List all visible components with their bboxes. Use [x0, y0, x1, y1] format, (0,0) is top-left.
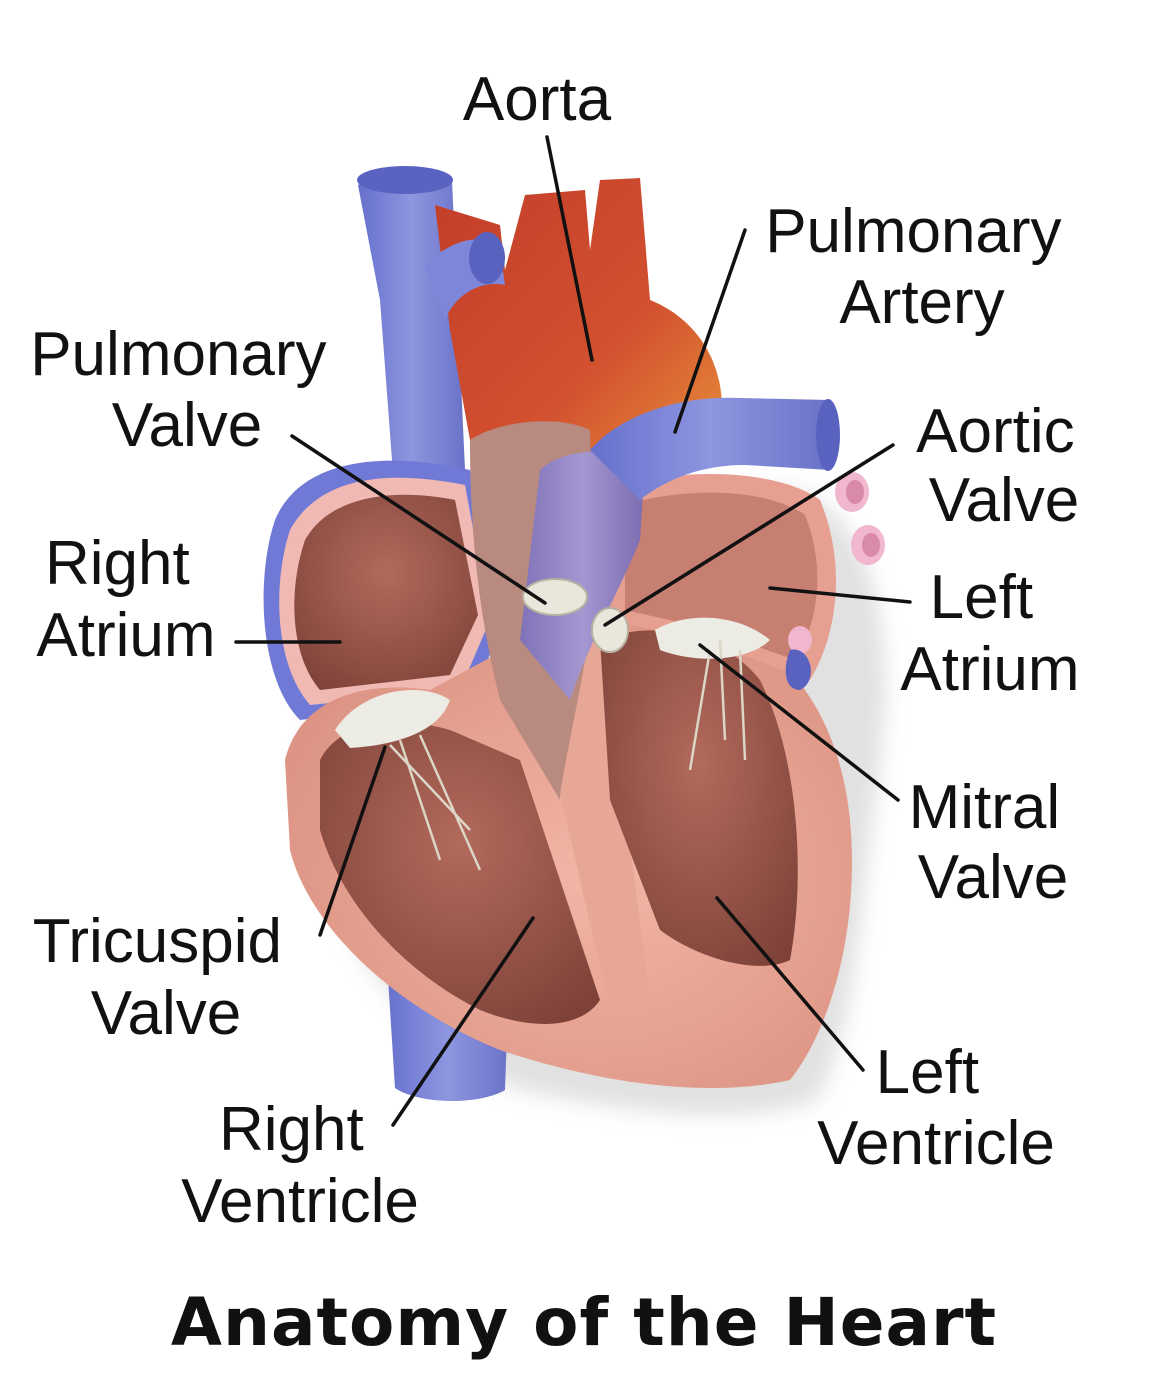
label-mitral-valve: Mitral Valve	[909, 773, 1078, 912]
left-atrium-chamber	[625, 492, 818, 660]
leader-left-ventricle	[715, 896, 865, 1072]
superior-vena-cava	[358, 170, 465, 500]
leader-right-ventricle	[391, 916, 535, 1127]
leader-tricuspid-valve	[318, 745, 387, 937]
label-tricuspid-valve: Tricuspid Valve	[33, 907, 299, 1048]
valves	[335, 578, 770, 871]
diagram-title: Anatomy of the Heart	[171, 1284, 997, 1361]
label-left-ventricle: Left Ventricle	[817, 1038, 1055, 1178]
right-ventricle-chamber	[320, 722, 600, 1024]
label-right-atrium: Right Atrium	[36, 529, 215, 670]
pulmonary-artery-branch	[590, 397, 830, 500]
heart-illustration	[263, 166, 886, 1116]
leader-lines	[234, 135, 912, 1127]
labels: Aorta Pulmonary Artery Pulmonary Valve A…	[30, 65, 1092, 1236]
label-pulmonary-artery: Pulmonary Artery	[765, 197, 1079, 337]
label-aortic-valve: Aortic Valve	[916, 397, 1092, 535]
leader-left-atrium	[768, 586, 912, 604]
label-left-atrium: Left Atrium	[900, 563, 1079, 704]
leader-mitral-valve	[698, 643, 900, 802]
label-aorta: Aorta	[463, 65, 612, 134]
leader-aortic-valve	[603, 443, 895, 627]
leader-pulmonary-artery	[673, 228, 747, 434]
pulmonary-veins	[785, 472, 885, 690]
leader-pulmonary-valve	[290, 434, 547, 605]
aorta-arch	[435, 178, 722, 470]
label-pulmonary-valve: Pulmonary Valve	[30, 320, 344, 460]
leader-aorta	[545, 135, 594, 362]
left-ventricle-chamber	[600, 630, 798, 966]
label-right-ventricle: Right Ventricle	[181, 1095, 419, 1236]
right-atrium-chamber	[294, 494, 478, 690]
